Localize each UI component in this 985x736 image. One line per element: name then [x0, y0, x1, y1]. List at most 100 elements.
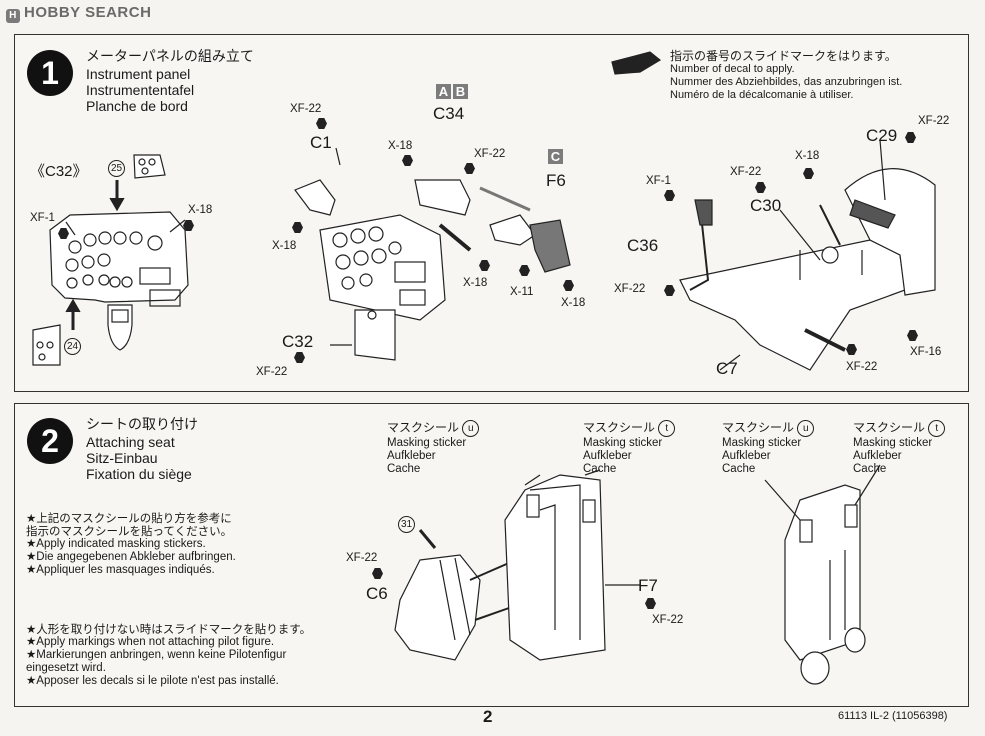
paint-hex-icon — [664, 285, 675, 296]
brand-logo-icon: H — [6, 9, 20, 23]
paint-x11-label: X-11 — [510, 286, 534, 298]
paint-hex-icon — [402, 155, 413, 166]
pilot-note-jp: ★人形を取り付けない時はスライドマークを貼ります。 — [26, 622, 312, 636]
pilot-note-fr: ★Apposer les decals si le pilote n'est p… — [26, 675, 279, 687]
mask-code-badge: u — [462, 420, 480, 437]
paint-x18-label: X-18 — [388, 140, 413, 152]
paint-hex-icon — [846, 344, 857, 355]
part-group-c: C — [548, 148, 565, 166]
decal-legend-en: Number of decal to apply. — [670, 63, 795, 75]
paint-hex-icon — [292, 222, 303, 233]
paint-xf22-label: XF-22 — [846, 361, 878, 373]
part-f6-label: F6 — [546, 171, 566, 190]
step2-title-block: シートの取り付け Attaching seat Sitz-Einbau Fixa… — [86, 414, 198, 482]
paint-hex-icon — [563, 280, 574, 291]
part-c29-label: C29 — [866, 126, 898, 145]
paint-xf22-label: XF-22 — [614, 283, 646, 295]
paint-xf22-label: XF-22 — [474, 148, 506, 160]
step1-title-block: メーターパネルの組み立て Instrument panel Instrument… — [86, 46, 254, 114]
paint-x18-label: X-18 — [463, 277, 488, 289]
mask-callout-fr: Cache — [583, 463, 617, 475]
pilot-note-de1: ★Markierungen anbringen, wenn keine Pilo… — [26, 649, 287, 661]
step-number-2: 2 — [27, 418, 73, 464]
step1-title-de: Instrumententafel — [86, 82, 195, 98]
mask-callout-jp: マスクシール — [853, 420, 926, 435]
mask-callout-fr: Cache — [853, 463, 887, 475]
mask-callout-u2: マスクシール u Masking sticker Aufkleber Cache — [722, 420, 815, 476]
brand-name: HOBBY SEARCH — [24, 4, 152, 21]
step2-title-jp: シートの取り付け — [86, 417, 198, 433]
decal-number-24: 24 — [64, 338, 81, 355]
part-c7-label: C7 — [716, 359, 738, 378]
mask-callout-jp: マスクシール — [583, 420, 656, 435]
paint-hex-icon — [294, 352, 305, 363]
mask-callout-fr: Cache — [387, 463, 421, 475]
paint-xf16-label: XF-16 — [910, 346, 942, 358]
mask-callout-en: Masking sticker — [853, 437, 933, 449]
part-c30-label: C30 — [750, 196, 782, 215]
masking-note-en: ★Apply indicated masking stickers. — [26, 538, 206, 550]
mask-callout-de: Aufkleber — [722, 450, 771, 462]
paint-hex-icon — [464, 163, 475, 174]
mask-callout-en: Masking sticker — [583, 437, 663, 449]
paint-x18-label: X-18 — [272, 240, 297, 252]
mask-callout-de: Aufkleber — [387, 450, 436, 462]
paint-xf22-label: XF-22 — [290, 103, 322, 115]
sprue-c-badge: C — [548, 149, 563, 164]
part-f7-label: F7 — [638, 576, 658, 595]
decal-number-31: 31 — [398, 516, 415, 533]
masking-note-jp2: 指示のマスクシールを貼ってください。 — [26, 524, 233, 538]
paint-xf22-label: XF-22 — [918, 115, 950, 127]
mask-callout-fr: Cache — [722, 463, 756, 475]
pilot-note-de2: eingesetzt wird. — [26, 662, 106, 674]
decal-legend-de: Nummer des Abziehbildes, das anzubringen… — [670, 76, 903, 88]
site-header: H HOBBY SEARCH — [6, 4, 151, 23]
part-c6-label: C6 — [366, 584, 388, 603]
part-c32-label: C32 — [282, 332, 314, 351]
paint-hex-icon — [316, 118, 327, 129]
paint-hex-icon — [519, 265, 530, 276]
paint-hex-icon — [664, 190, 675, 201]
paint-x18-label: X-18 — [795, 150, 820, 162]
step2-title-de: Sitz-Einbau — [86, 450, 158, 466]
mask-callout-jp: マスクシール — [387, 420, 460, 435]
paint-hex-icon — [755, 182, 766, 193]
sprue-a-badge: A — [436, 84, 451, 99]
step1-title-en: Instrument panel — [86, 66, 191, 82]
c32-reference-label: 《C32》 — [30, 163, 88, 180]
mask-callout-de: Aufkleber — [583, 450, 632, 462]
pilot-note-en: ★Apply markings when not attaching pilot… — [26, 636, 275, 648]
paint-xf1-label: XF-1 — [30, 212, 55, 224]
part-c34-label: C34 — [433, 104, 465, 123]
paint-hex-icon — [479, 260, 490, 271]
paint-hex-icon — [803, 168, 814, 179]
step-number-1: 1 — [27, 50, 73, 96]
part-c36-label: C36 — [627, 236, 659, 255]
decal-legend-fr: Numéro de la décalcomanie à utiliser. — [670, 89, 854, 101]
mask-callout-u1: マスクシール u Masking sticker Aufkleber Cache — [387, 420, 480, 476]
paint-hex-icon — [58, 228, 69, 239]
step1-title-fr: Planche de bord — [86, 98, 188, 114]
mask-callout-t1: マスクシール t Masking sticker Aufkleber Cache — [583, 420, 676, 476]
paint-hex-icon — [905, 132, 916, 143]
paint-x18-label: X-18 — [188, 204, 213, 216]
step2-title-fr: Fixation du siège — [86, 466, 192, 482]
paint-hex-icon — [183, 220, 194, 231]
mask-callout-de: Aufkleber — [853, 450, 902, 462]
paint-x18-label: X-18 — [561, 297, 586, 309]
paint-xf22-label: XF-22 — [730, 166, 762, 178]
mask-callout-t2: マスクシール t Masking sticker Aufkleber Cache — [853, 420, 946, 476]
paint-xf22-label: XF-22 — [652, 614, 684, 626]
paint-xf22-label: XF-22 — [256, 366, 288, 378]
decal-legend-jp: 指示の番号のスライドマークをはります。 — [670, 49, 897, 63]
pilot-note: ★人形を取り付けない時はスライドマークを貼ります。 ★Apply marking… — [26, 623, 311, 688]
mask-callout-jp: マスクシール — [722, 420, 795, 435]
sprue-b-badge: B — [453, 84, 468, 99]
paint-xf1-label: XF-1 — [646, 175, 671, 187]
paint-hex-icon — [372, 568, 383, 579]
mask-code-badge: t — [658, 420, 676, 437]
masking-note-fr: ★Appliquer les masquages indiqués. — [26, 564, 215, 576]
part-c1-label: C1 — [310, 133, 332, 152]
